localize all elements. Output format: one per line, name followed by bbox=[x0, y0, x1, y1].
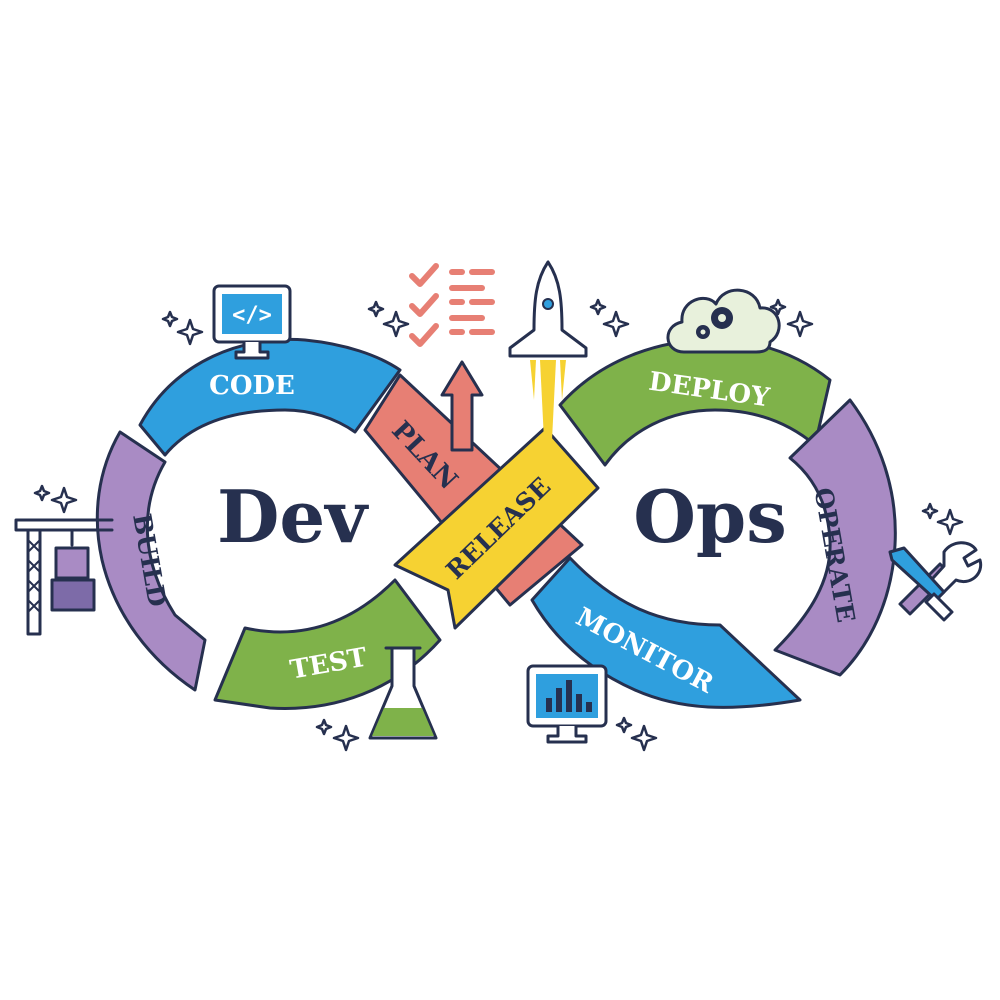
dev-title: Dev bbox=[217, 474, 369, 559]
code-screen-text: </> bbox=[232, 303, 272, 328]
code-label: CODE bbox=[209, 371, 295, 401]
sparkle-icon bbox=[33, 298, 964, 752]
rocket-icon bbox=[508, 260, 588, 440]
code-segment: CODE bbox=[138, 337, 402, 457]
arrow-up-icon bbox=[440, 360, 484, 452]
checklist-icon bbox=[409, 263, 495, 347]
chart-monitor-icon bbox=[526, 664, 608, 744]
test-segment: TEST bbox=[213, 578, 442, 710]
operate-segment: OPERATE bbox=[773, 398, 897, 677]
deploy-segment: DEPLOY bbox=[558, 338, 832, 467]
ops-title: Ops bbox=[633, 474, 787, 559]
flask-icon bbox=[368, 646, 438, 740]
tools-icon bbox=[888, 541, 983, 622]
build-segment: BUILD bbox=[95, 430, 207, 692]
code-monitor-icon: </> bbox=[212, 284, 292, 360]
crane-puzzle-icon bbox=[14, 518, 114, 636]
cloud-gears-icon bbox=[666, 288, 781, 354]
